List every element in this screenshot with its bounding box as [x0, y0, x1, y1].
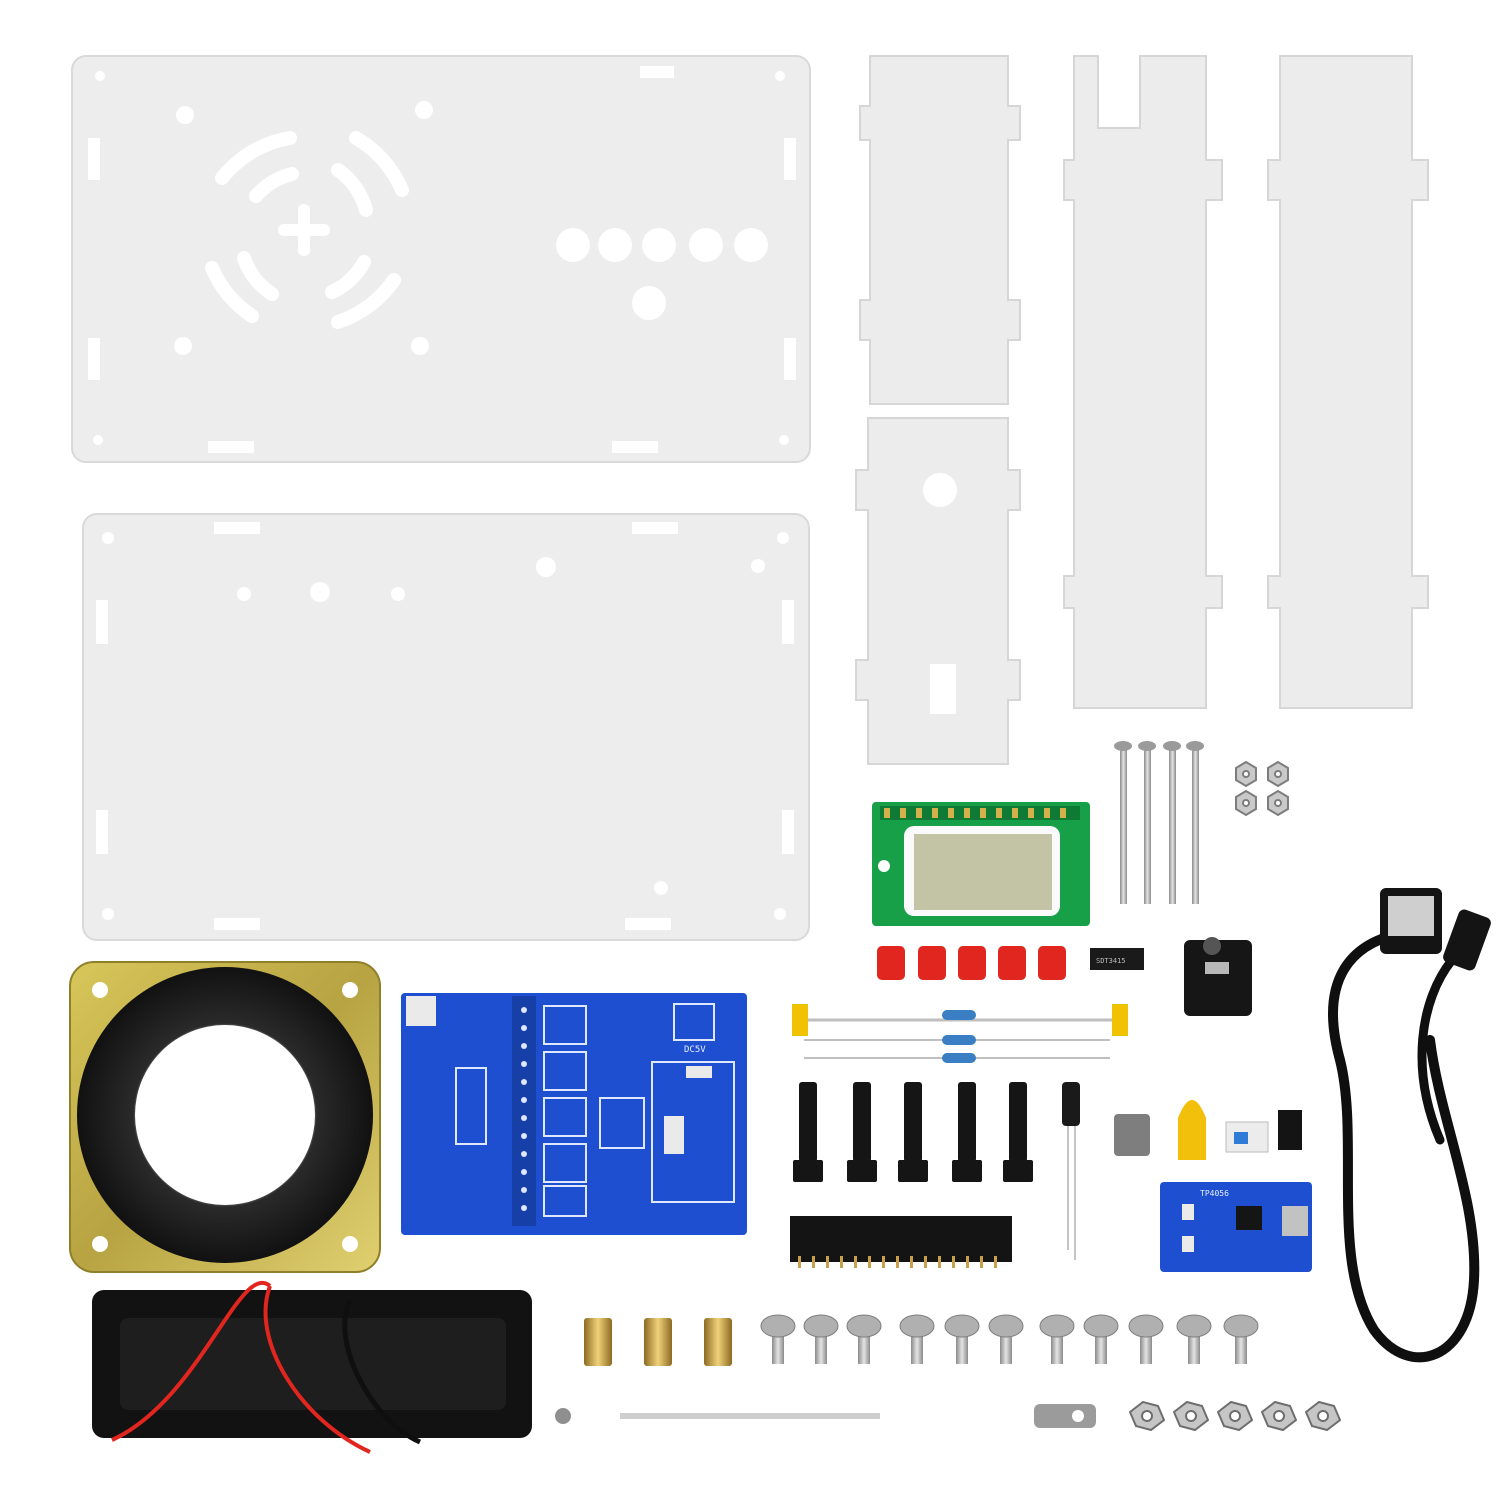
side-panel-long-plain	[1267, 55, 1429, 709]
telescopic-antenna	[555, 1404, 1096, 1428]
misc-components	[1114, 1100, 1302, 1160]
side-panel-long-notched	[1063, 55, 1223, 709]
ic-label: SDT3415	[1096, 957, 1126, 965]
brass-standoffs	[584, 1318, 732, 1366]
pcb-dc5v-label: DC5V	[684, 1045, 706, 1055]
long-screws	[1114, 741, 1204, 904]
tactile-switches	[793, 1082, 1033, 1182]
usb-cable	[1328, 927, 1480, 1363]
charger-module: TP4056	[1160, 1182, 1312, 1272]
battery-holder	[92, 1281, 532, 1454]
micro-usb-plug	[1443, 909, 1491, 971]
side-panel-short-top	[859, 55, 1021, 405]
resistors	[792, 1004, 1128, 1063]
speaker-grille	[205, 131, 409, 329]
electrolytic-capacitor	[1062, 1082, 1080, 1260]
small-hex-nuts	[1235, 760, 1289, 817]
button-holes	[556, 228, 768, 320]
short-screws	[760, 1314, 1259, 1364]
top-acrylic-panel	[71, 55, 811, 463]
ic-chip: SDT3415	[1090, 948, 1144, 970]
audio-jack	[1184, 937, 1252, 1016]
red-button-caps	[877, 946, 1066, 980]
charger-label: TP4056	[1200, 1189, 1229, 1198]
lcd-display-module	[872, 802, 1090, 926]
pin-header	[790, 1216, 1012, 1268]
radio-main-pcb: DC5V	[401, 993, 747, 1235]
side-panel-short-bottom	[855, 417, 1021, 765]
large-hex-nuts	[1128, 1400, 1342, 1432]
usb-a-plug	[1380, 888, 1442, 954]
bottom-acrylic-panel	[82, 513, 810, 941]
plus-cutout	[278, 204, 330, 256]
speaker	[69, 961, 381, 1273]
